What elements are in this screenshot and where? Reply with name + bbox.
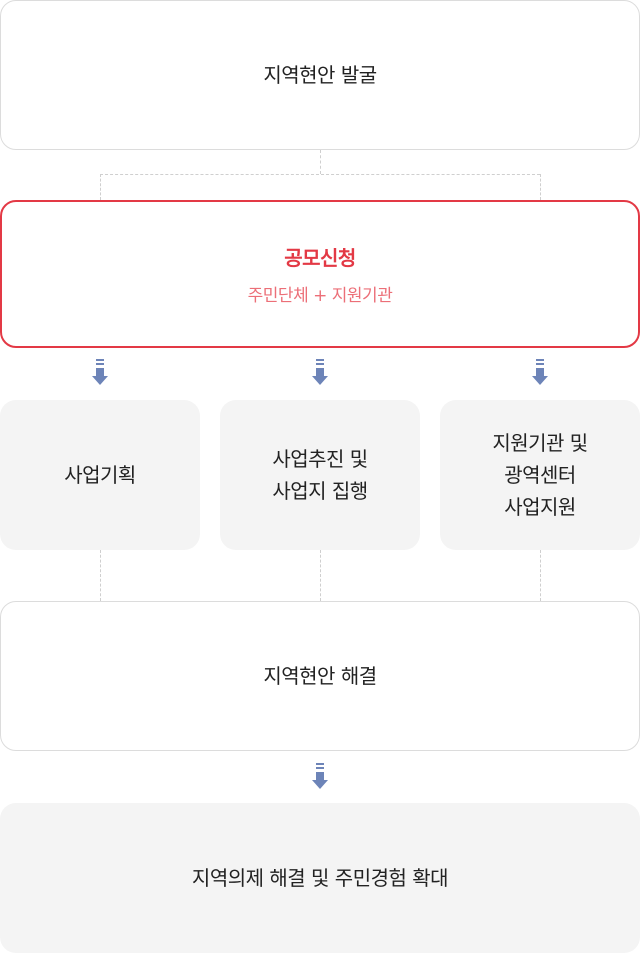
step-support-box: 지원기관 및 광역센터 사업지원 xyxy=(440,400,640,550)
step-apply-title: 공모신청 xyxy=(284,246,356,270)
down-arrow-icon xyxy=(312,763,328,791)
step-plan-box: 사업기획 xyxy=(0,400,200,550)
step-execute-box: 사업추진 및 사업지 집행 xyxy=(220,400,420,550)
step-apply-subtitle: 주민단체 + 지원기관 xyxy=(247,286,393,306)
down-arrow-icon xyxy=(532,359,548,387)
connector-line xyxy=(320,550,321,601)
step-discover-box: 지역현안 발굴 xyxy=(0,0,640,150)
down-arrow-icon xyxy=(312,359,328,387)
connector-line xyxy=(320,150,321,174)
connector-line xyxy=(100,550,101,601)
step-solve-box: 지역현안 해결 xyxy=(0,601,640,751)
connector-line xyxy=(100,174,540,175)
step-apply-box: 공모신청 주민단체 + 지원기관 xyxy=(0,200,640,348)
step-plan-label: 사업기획 xyxy=(64,463,136,487)
down-arrow-icon xyxy=(92,359,108,387)
step-solve-label: 지역현안 해결 xyxy=(263,664,377,688)
step-expand-box: 지역의제 해결 및 주민경험 확대 xyxy=(0,803,640,953)
step-discover-label: 지역현안 발굴 xyxy=(263,63,377,87)
connector-line xyxy=(540,550,541,601)
connector-line xyxy=(540,174,541,200)
step-expand-label: 지역의제 해결 및 주민경험 확대 xyxy=(191,866,449,890)
connector-line xyxy=(100,174,101,200)
step-execute-label: 사업추진 및 사업지 집행 xyxy=(272,447,368,503)
step-support-label: 지원기관 및 광역센터 사업지원 xyxy=(492,431,588,519)
